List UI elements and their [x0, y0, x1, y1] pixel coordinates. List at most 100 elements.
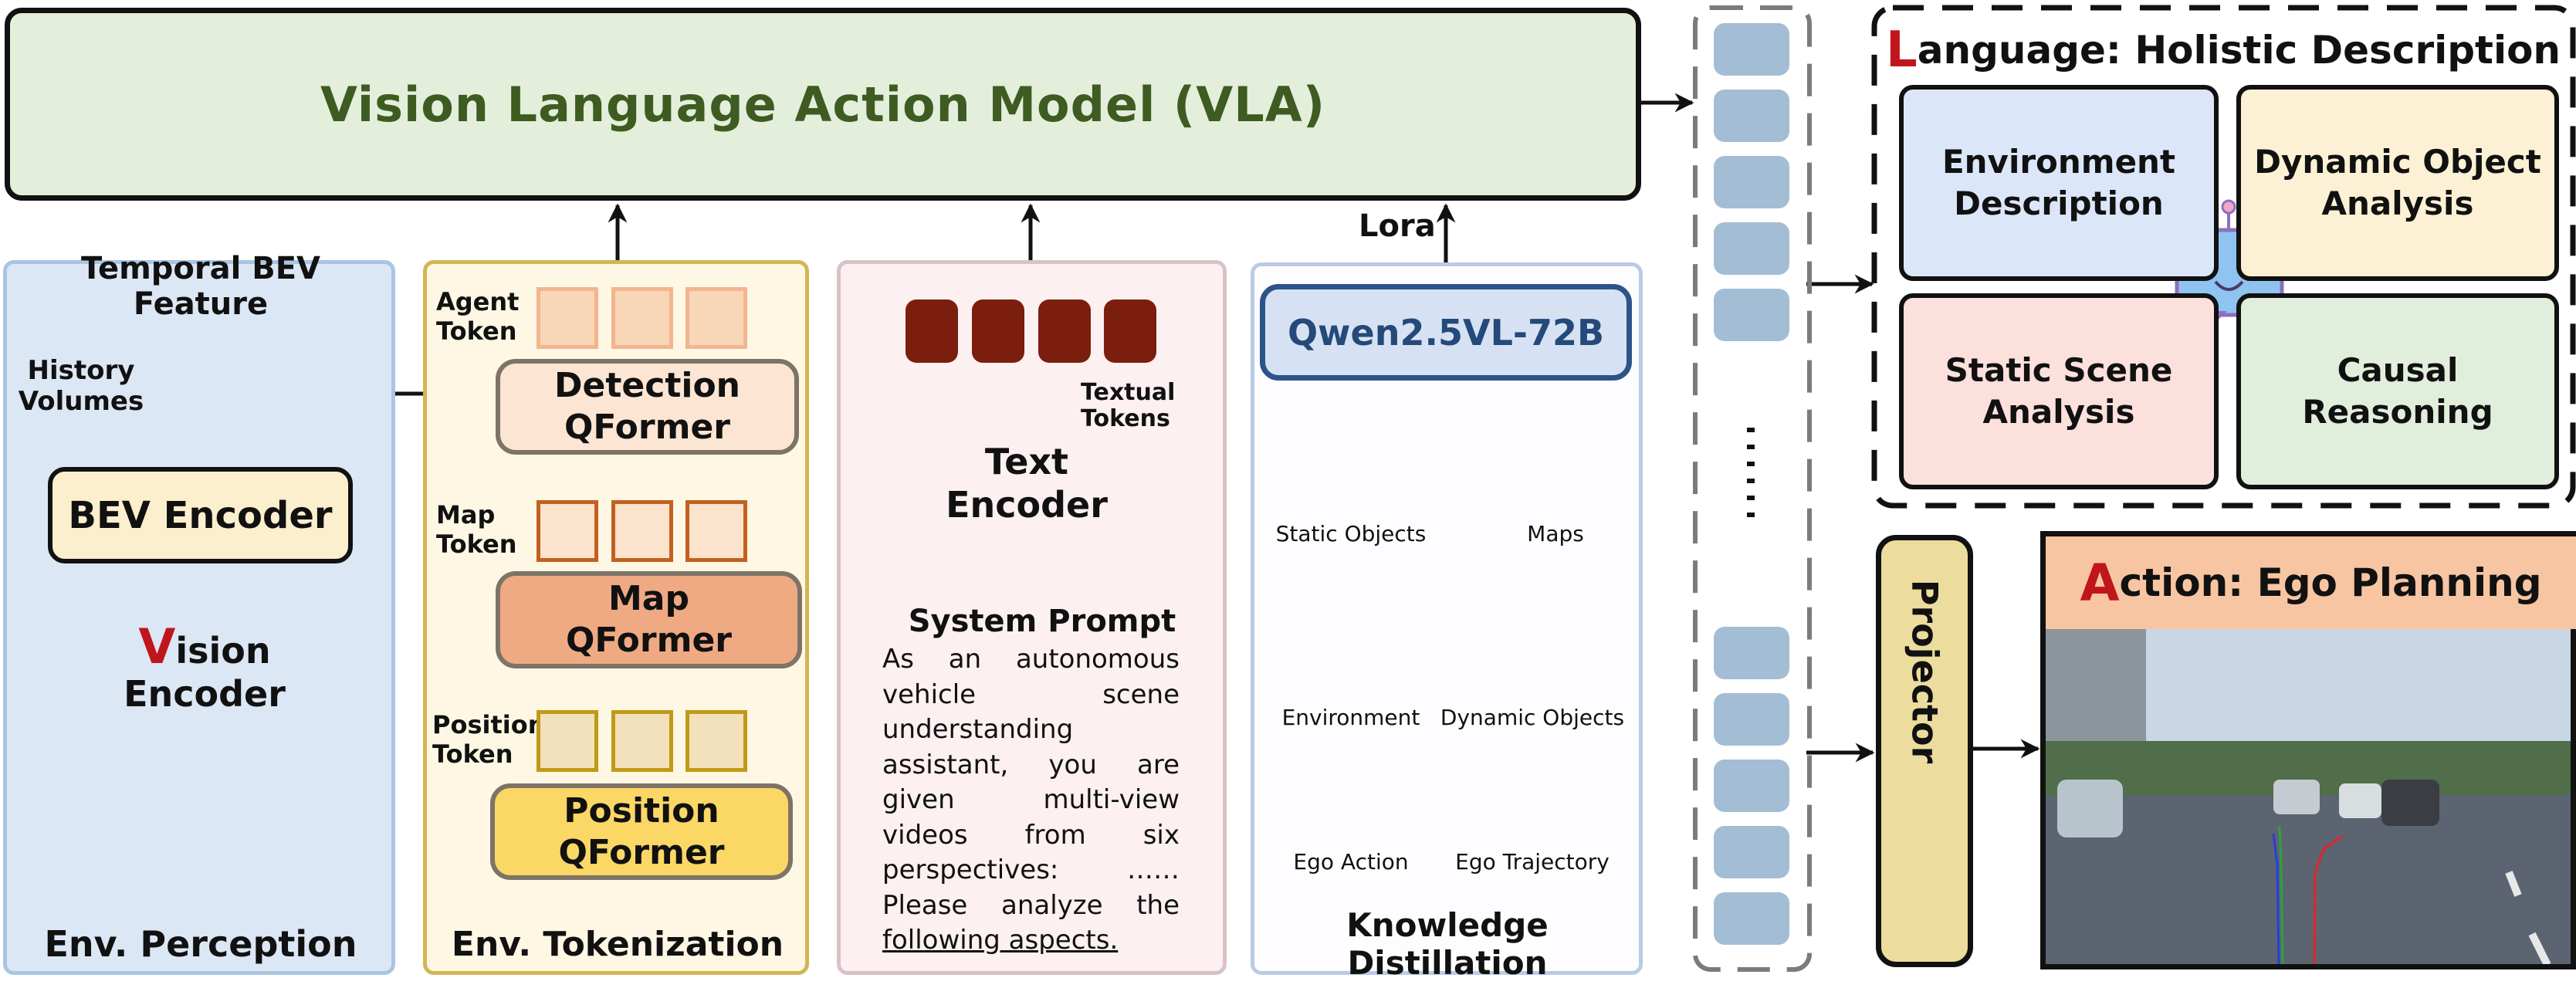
ego-planning-scene-image — [2046, 629, 2576, 967]
knowledge-distillation-panel — [1251, 262, 1643, 975]
action-title-rest: ction: Ego Planning — [2119, 560, 2542, 605]
textual-token — [905, 299, 958, 363]
text-encoder-line1: Text — [984, 441, 1069, 482]
output-token — [1714, 222, 1789, 275]
lora-label: Lora — [1359, 208, 1436, 244]
output-token — [1714, 156, 1789, 208]
vla-model-box: Vision Language Action Model (VLA) — [5, 8, 1641, 201]
bev-encoder-box: BEV Encoder — [48, 467, 353, 563]
env-perception-panel — [3, 260, 395, 975]
trajectory-green — [2278, 825, 2284, 966]
output-token — [1714, 826, 1789, 878]
map-label-line1: Map — [436, 500, 496, 530]
projector-label: Projector — [1904, 579, 1946, 764]
map-token — [537, 500, 598, 562]
output-token — [1714, 90, 1789, 142]
kd-item-environment: Environment — [1281, 705, 1420, 730]
system-prompt-text: As an autonomous vehicle scene understan… — [882, 642, 1180, 959]
cell-line1: Environment — [1941, 143, 2176, 181]
text-encoder-line2: Encoder — [946, 484, 1108, 526]
kd-item-ego-action: Ego Action — [1293, 849, 1409, 875]
agent-label-line2: Token — [436, 316, 517, 346]
ellipsis-dots — [1747, 428, 1755, 517]
agent-token — [611, 287, 673, 349]
position-token-label: Position Token — [432, 710, 545, 769]
language-panel — [1871, 5, 2576, 509]
output-token — [1714, 693, 1789, 746]
history-volumes-label: History Volumes — [15, 355, 147, 417]
agent-token-label: Agent Token — [436, 287, 519, 346]
output-token — [1714, 289, 1789, 341]
vla-title: Vision Language Action Model (VLA) — [320, 76, 1326, 133]
vision-rest: ision — [175, 630, 271, 672]
output-token-column — [1693, 5, 1812, 972]
prompt-text-end: following aspects. — [882, 925, 1119, 956]
position-q-line1: Position — [564, 790, 719, 831]
textual-token — [972, 299, 1024, 363]
output-token — [1714, 23, 1789, 76]
language-title-rest: anguage: Holistic Description — [1917, 28, 2561, 73]
cell-line2: Description — [1954, 184, 2164, 222]
output-token — [1714, 892, 1789, 945]
env-tokenization-title: Env. Tokenization — [451, 924, 784, 964]
map-token — [611, 500, 673, 562]
textual-token — [1038, 299, 1091, 363]
kd-item-maps: Maps — [1527, 521, 1584, 546]
text-encoder-panel — [837, 260, 1227, 975]
textual-token — [1104, 299, 1156, 363]
action-initial: A — [2080, 553, 2120, 613]
position-label-line1: Position — [432, 710, 546, 739]
position-token — [685, 710, 747, 772]
kd-item-dynamic-objects: Dynamic Objects — [1440, 705, 1625, 730]
cell-line1: Static Scene — [1945, 351, 2173, 389]
kd-item-ego-trajectory: Ego Trajectory — [1455, 849, 1610, 875]
cell-line1: Dynamic Object — [2254, 143, 2541, 181]
map-token-label: Map Token — [436, 500, 516, 559]
vision-line2: Encoder — [124, 673, 286, 715]
textual-tokens-line1: Textual — [1081, 379, 1176, 406]
textual-tokens-label: Textual Tokens — [1081, 380, 1177, 432]
history-label-line2: Volumes — [18, 386, 144, 417]
agent-token — [537, 287, 598, 349]
teacher-model-box: Qwen2.5VL-72B — [1260, 284, 1632, 381]
vision-initial: V — [138, 618, 176, 675]
map-q-line2: QFormer — [566, 621, 732, 660]
position-token — [611, 710, 673, 772]
language-initial: L — [1885, 22, 1918, 79]
detection-line1: Detection — [554, 366, 740, 405]
projector-box — [1876, 535, 1973, 967]
text-encoder-label: Text Encoder — [911, 440, 1142, 526]
position-q-line2: QFormer — [558, 832, 725, 872]
cell-line2: Reasoning — [2302, 393, 2493, 431]
map-token — [685, 500, 747, 562]
position-token — [537, 710, 598, 772]
projector-label-wrap: Projector — [1877, 556, 1972, 787]
agent-label-line1: Agent — [436, 287, 520, 316]
textual-tokens-line2: Tokens — [1081, 405, 1170, 432]
action-panel — [2040, 531, 2576, 969]
trajectory-red — [2313, 834, 2344, 966]
temporal-bev-title: Temporal BEV Feature — [80, 251, 321, 322]
history-label-line1: History — [27, 355, 135, 386]
cell-line2: Analysis — [1982, 393, 2135, 431]
kd-item-static-objects: Static Objects — [1275, 521, 1427, 546]
output-token — [1714, 760, 1789, 812]
agent-token — [685, 287, 747, 349]
cell-line1: Causal — [2337, 351, 2459, 389]
vision-encoder-label: Vision Encoder — [77, 623, 332, 716]
knowledge-distillation-title: Knowledge Distillation — [1346, 906, 1549, 982]
cell-line2: Analysis — [2321, 184, 2474, 222]
env-perception-title: Env. Perception — [44, 923, 357, 965]
prompt-text-main: As an autonomous vehicle scene understan… — [882, 644, 1180, 921]
map-label-line2: Token — [436, 530, 517, 559]
map-q-line1: Map — [608, 579, 689, 618]
output-token — [1714, 627, 1789, 679]
